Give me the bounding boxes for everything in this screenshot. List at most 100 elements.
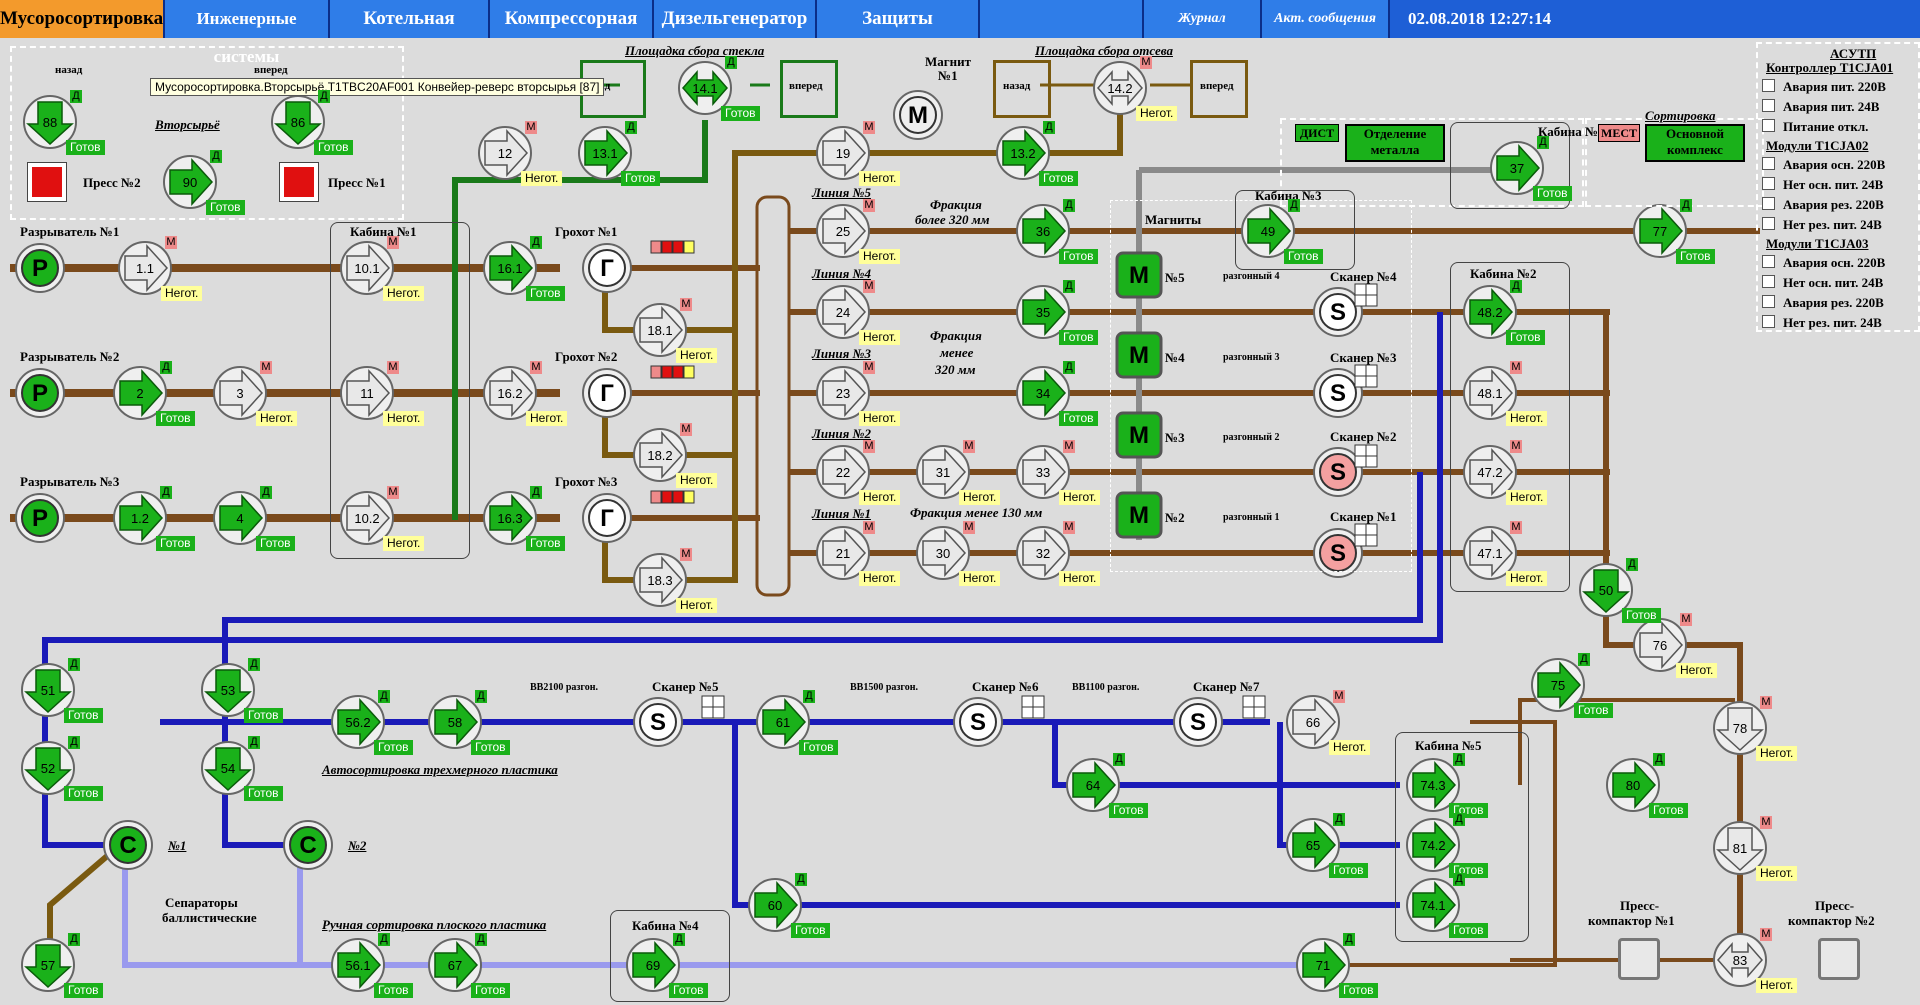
scanner-6[interactable]: S	[953, 697, 1003, 747]
conveyor-64[interactable]: 64	[1066, 758, 1120, 812]
conveyor-31[interactable]: 31	[916, 445, 970, 499]
panel-ctrl-item-2[interactable]: Питание откл.	[1762, 119, 1868, 135]
conveyor-90[interactable]: 90	[163, 155, 217, 209]
checkbox[interactable]	[1762, 79, 1775, 92]
conveyor-34[interactable]: 34	[1016, 366, 1070, 420]
panel-mod2-item-2[interactable]: Авария рез. 220В	[1762, 197, 1884, 213]
conveyor-2[interactable]: 2	[113, 366, 167, 420]
conveyor-1.2[interactable]: 1.2	[113, 491, 167, 545]
conveyor-71[interactable]: 71	[1296, 938, 1350, 992]
conveyor-74.3[interactable]: 74.3	[1406, 758, 1460, 812]
conveyor-25[interactable]: 25	[816, 204, 870, 258]
checkbox[interactable]	[1762, 157, 1775, 170]
panel-mod2-item-0[interactable]: Авария осн. 220В	[1762, 157, 1885, 173]
press2-block[interactable]	[27, 162, 67, 202]
conveyor-18.2[interactable]: 18.2	[633, 428, 687, 482]
press-compactor2[interactable]	[1818, 938, 1860, 980]
conveyor-16.3[interactable]: 16.3	[483, 491, 537, 545]
panel-mod3-item-2[interactable]: Авария рез. 220В	[1762, 295, 1884, 311]
conveyor-74.2[interactable]: 74.2	[1406, 818, 1460, 872]
panel-mod3-item-1[interactable]: Нет осн. пит. 24В	[1762, 275, 1883, 291]
conveyor-65[interactable]: 65	[1286, 818, 1340, 872]
conveyor-22[interactable]: 22	[816, 445, 870, 499]
checkbox[interactable]	[1762, 177, 1775, 190]
shredder-1[interactable]: P	[15, 243, 65, 293]
tab-compressor[interactable]: Компрессорная	[490, 0, 654, 38]
dist-button[interactable]: ДИСТ	[1295, 124, 1339, 142]
scanner-3[interactable]: S	[1313, 368, 1363, 418]
conveyor-19[interactable]: 19	[816, 126, 870, 180]
checkbox[interactable]	[1762, 99, 1775, 112]
screen-3[interactable]: Г	[582, 493, 632, 543]
scanner-4[interactable]: S	[1313, 287, 1363, 337]
conveyor-13.1[interactable]: 13.1	[578, 126, 632, 180]
conveyor-23[interactable]: 23	[816, 366, 870, 420]
magnet-1[interactable]: M	[893, 90, 943, 140]
conveyor-56.1[interactable]: 56.1	[331, 938, 385, 992]
conveyor-86[interactable]: 86	[271, 95, 325, 149]
screen-2[interactable]: Г	[582, 368, 632, 418]
conveyor-58[interactable]: 58	[428, 695, 482, 749]
conveyor-37[interactable]: 37	[1490, 141, 1544, 195]
conveyor-78[interactable]: 78	[1713, 701, 1767, 755]
conveyor-83[interactable]: 83	[1713, 933, 1767, 987]
messages-button[interactable]: Акт. сообщения	[1262, 0, 1390, 38]
conveyor-77[interactable]: 77	[1633, 204, 1687, 258]
conveyor-3[interactable]: 3	[213, 366, 267, 420]
conveyor-56.2[interactable]: 56.2	[331, 695, 385, 749]
conveyor-75[interactable]: 75	[1531, 658, 1585, 712]
separator-1[interactable]: C	[103, 820, 153, 870]
conveyor-10.1[interactable]: 10.1	[340, 241, 394, 295]
press-compactor1[interactable]	[1618, 938, 1660, 980]
conveyor-67[interactable]: 67	[428, 938, 482, 992]
conveyor-51[interactable]: 51	[21, 663, 75, 717]
conveyor-4[interactable]: 4	[213, 491, 267, 545]
magnet-2[interactable]: M	[1115, 491, 1163, 539]
checkbox[interactable]	[1762, 295, 1775, 308]
press1-block[interactable]	[279, 162, 319, 202]
separator-2[interactable]: C	[283, 820, 333, 870]
checkbox[interactable]	[1762, 217, 1775, 230]
magnet-3[interactable]: M	[1115, 411, 1163, 459]
main-complex-button[interactable]: Основной комплекс	[1645, 124, 1745, 162]
conveyor-33[interactable]: 33	[1016, 445, 1070, 499]
conveyor-74.1[interactable]: 74.1	[1406, 878, 1460, 932]
conveyor-11[interactable]: 11	[340, 366, 394, 420]
conveyor-32[interactable]: 32	[1016, 526, 1070, 580]
conveyor-13.2[interactable]: 13.2	[996, 126, 1050, 180]
tab-engineering[interactable]: Инженерные системы	[165, 0, 330, 66]
checkbox[interactable]	[1762, 255, 1775, 268]
panel-mod2-item-1[interactable]: Нет осн. пит. 24В	[1762, 177, 1883, 193]
conveyor-18.1[interactable]: 18.1	[633, 303, 687, 357]
conveyor-47.1[interactable]: 47.1	[1463, 526, 1517, 580]
checkbox[interactable]	[1762, 197, 1775, 210]
scanner-7[interactable]: S	[1173, 697, 1223, 747]
conveyor-61[interactable]: 61	[756, 695, 810, 749]
conveyor-35[interactable]: 35	[1016, 285, 1070, 339]
conveyor-80[interactable]: 80	[1606, 758, 1660, 812]
checkbox[interactable]	[1762, 315, 1775, 328]
conveyor-24[interactable]: 24	[816, 285, 870, 339]
conveyor-76[interactable]: 76	[1633, 618, 1687, 672]
conveyor-57[interactable]: 57	[21, 938, 75, 992]
panel-mod3-item-0[interactable]: Авария осн. 220В	[1762, 255, 1885, 271]
conveyor-81[interactable]: 81	[1713, 821, 1767, 875]
shredder-2[interactable]: P	[15, 368, 65, 418]
mest-button[interactable]: МЕСТ	[1598, 124, 1640, 142]
conveyor-14.1[interactable]: 14.1	[678, 61, 732, 115]
checkbox[interactable]	[1762, 119, 1775, 132]
scanner-2[interactable]: S	[1313, 447, 1363, 497]
conveyor-54[interactable]: 54	[201, 741, 255, 795]
magnet-5[interactable]: M	[1115, 251, 1163, 299]
scanner-1[interactable]: S	[1313, 528, 1363, 578]
conveyor-14.2[interactable]: 14.2	[1093, 61, 1147, 115]
tab-boiler[interactable]: Котельная	[330, 0, 490, 38]
conveyor-53[interactable]: 53	[201, 663, 255, 717]
conveyor-88[interactable]: 88	[23, 95, 77, 149]
conveyor-16.1[interactable]: 16.1	[483, 241, 537, 295]
conveyor-30[interactable]: 30	[916, 526, 970, 580]
conveyor-69[interactable]: 69	[626, 938, 680, 992]
conveyor-66[interactable]: 66	[1286, 695, 1340, 749]
conveyor-36[interactable]: 36	[1016, 204, 1070, 258]
panel-mod2-item-3[interactable]: Нет рез. пит. 24В	[1762, 217, 1882, 233]
